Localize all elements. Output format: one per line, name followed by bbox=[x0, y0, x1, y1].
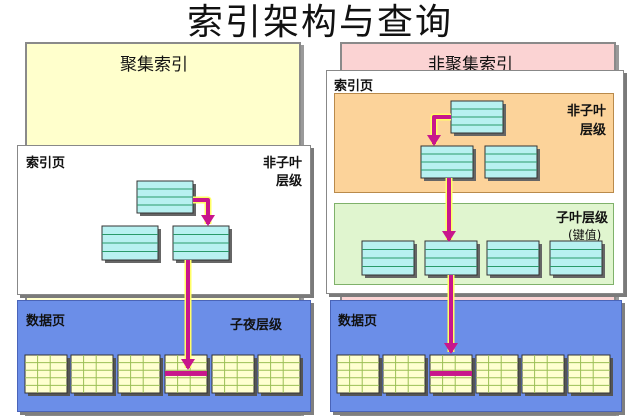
nonclustered-arrow-leaf-to-data-head bbox=[444, 343, 458, 354]
nonclustered-data-page-label: 数据页 bbox=[338, 314, 378, 329]
nonclustered-nonleaf-label-line1: 非子叶 bbox=[566, 104, 606, 119]
clustered-data-page-label: 数据页 bbox=[26, 314, 66, 329]
nonclustered-arrow-nonleaf-to-leaf-head bbox=[442, 231, 456, 242]
clustered-data-block-3 bbox=[117, 354, 161, 394]
clustered-index-heading: 聚集索引 bbox=[120, 55, 188, 75]
clustered-data-block-2 bbox=[70, 354, 114, 394]
nonclustered-data-block-3-highlight-row bbox=[430, 370, 472, 376]
nonclustered-data-block-6 bbox=[567, 354, 611, 394]
nonclustered-leaf-level-label: 子叶层级 bbox=[555, 211, 608, 226]
clustered-index-page bbox=[17, 145, 311, 295]
clustered-index-page-label: 索引页 bbox=[26, 156, 66, 171]
nonclustered-data-block-5 bbox=[521, 354, 565, 394]
nonclustered-data-block-1 bbox=[336, 354, 380, 394]
clustered-arrow-to-data-head bbox=[181, 359, 195, 370]
clustered-leaf-level-label: 子夜层级 bbox=[230, 318, 283, 333]
clustered-nonleaf-label-line2: 层级 bbox=[275, 174, 302, 189]
clustered-data-block-5 bbox=[211, 354, 255, 394]
page-title: 索引架构与查询 bbox=[186, 2, 453, 43]
clustered-data-block-4-highlight-row bbox=[165, 370, 207, 376]
clustered-data-block-6 bbox=[257, 354, 301, 394]
nonclustered-nonleaf-label-line2: 层级 bbox=[579, 123, 606, 138]
clustered-nonleaf-label-line1: 非子叶 bbox=[262, 156, 302, 171]
clustered-arrow-root-to-nonleaf-head bbox=[201, 215, 215, 226]
nonclustered-arrow-root-to-nonleaf-head bbox=[427, 135, 441, 146]
nonclustered-data-block-4 bbox=[475, 354, 519, 394]
clustered-data-block-1 bbox=[24, 354, 68, 394]
nonclustered-key-value-label: (键值) bbox=[568, 228, 602, 242]
nonclustered-index-page-label: 索引页 bbox=[334, 79, 374, 94]
nonclustered-data-block-2 bbox=[382, 354, 426, 394]
